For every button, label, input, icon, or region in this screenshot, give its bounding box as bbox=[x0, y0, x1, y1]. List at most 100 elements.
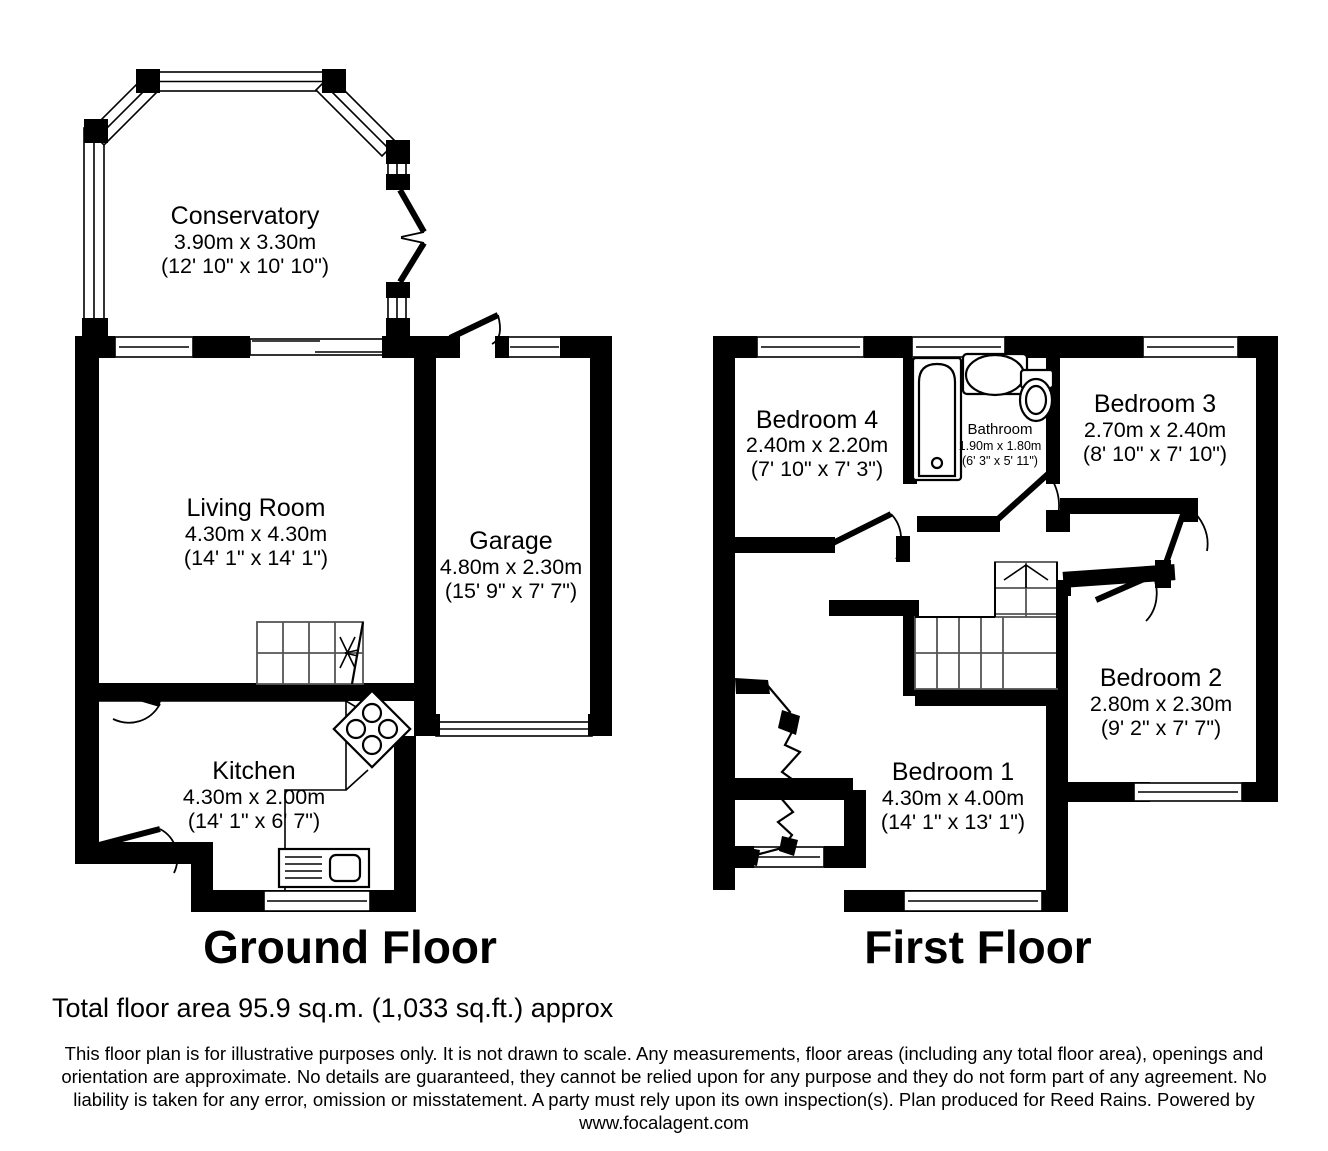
room-label-bedroom-3-imperial: (8' 10" x 7' 10") bbox=[1083, 442, 1227, 466]
wall-ff-right bbox=[1256, 336, 1278, 790]
room-label-bedroom-1-imperial: (14' 1" x 13' 1") bbox=[881, 810, 1025, 834]
disclaimer-line-2: orientation are approximate. No details … bbox=[61, 1066, 1266, 1087]
total-floor-area: Total floor area 95.9 sq.m. (1,033 sq.ft… bbox=[52, 993, 614, 1023]
eaves-line bbox=[735, 678, 802, 866]
conservatory-opening bbox=[249, 338, 386, 356]
wall-ff-bed2-north bbox=[1062, 564, 1176, 588]
wall-ff-bed4-south bbox=[713, 537, 835, 553]
conservatory-post-n2 bbox=[322, 69, 346, 93]
room-label-garage-metric: 4.80m x 2.30m bbox=[440, 555, 582, 579]
stairs-landing bbox=[914, 561, 1058, 690]
wall-gf-kitchen-right bbox=[394, 736, 416, 912]
wall-gf-top-d bbox=[495, 336, 509, 358]
conservatory-post-e3 bbox=[386, 282, 410, 298]
room-label-bathroom-metric: 1.90m x 1.80m bbox=[959, 439, 1042, 453]
wall-gf-right bbox=[590, 336, 612, 736]
wall-gf-left bbox=[75, 336, 99, 864]
room-label-bedroom-4-name: Bedroom 4 bbox=[756, 406, 878, 434]
window-bathroom-north bbox=[911, 336, 1006, 358]
front-door bbox=[448, 312, 501, 345]
conservatory-post-e2 bbox=[386, 174, 410, 190]
first-floor-labels: Bedroom 4 2.40m x 2.20m (7' 10" x 7' 3")… bbox=[746, 390, 1232, 834]
disclaimer: This floor plan is for illustrative purp… bbox=[61, 1043, 1266, 1133]
room-label-bedroom-2-name: Bedroom 2 bbox=[1100, 664, 1222, 692]
wall-gf-top-b bbox=[193, 336, 250, 358]
wash-basin bbox=[961, 352, 1029, 397]
room-label-bedroom-4-metric: 2.40m x 2.20m bbox=[746, 433, 888, 457]
window-bedroom1-south bbox=[903, 890, 1043, 912]
room-label-bedroom-3-metric: 2.70m x 2.40m bbox=[1084, 418, 1226, 442]
room-label-conservatory-name: Conservatory bbox=[171, 202, 320, 230]
room-label-bedroom-2-metric: 2.80m x 2.30m bbox=[1090, 692, 1232, 716]
ground-floor-title: Ground Floor bbox=[203, 921, 497, 973]
wall-ff-bed2-south-b bbox=[1242, 782, 1278, 802]
window-bedroom3-north bbox=[1142, 336, 1239, 358]
wall-gf-top-c bbox=[436, 336, 460, 358]
wall-ff-bed3-jamb bbox=[1182, 498, 1198, 522]
room-label-conservatory-imperial: (12' 10" x 10' 10") bbox=[161, 254, 329, 278]
garage-door bbox=[435, 721, 593, 737]
wall-gf-garage-jamb-r bbox=[588, 714, 612, 736]
conservatory-post-w bbox=[84, 119, 108, 143]
room-label-living-room-name: Living Room bbox=[187, 494, 326, 522]
window-kitchen-south bbox=[263, 890, 371, 912]
ground-floor-walls bbox=[75, 312, 612, 912]
stairs-up-ground bbox=[256, 621, 365, 685]
wall-ff-bed2-south-a bbox=[1060, 782, 1150, 802]
door-bedroom-2 bbox=[1094, 572, 1158, 622]
wall-ff-landing-left-a bbox=[829, 600, 915, 616]
kitchen-sink bbox=[277, 847, 371, 889]
window-garage-north bbox=[506, 336, 563, 358]
room-label-living-room-metric: 4.30m x 4.30m bbox=[185, 522, 327, 546]
wall-ff-top-b bbox=[864, 336, 912, 358]
wall-ff-bed3-south bbox=[1060, 498, 1198, 514]
wall-gf-internal-kitchen bbox=[99, 683, 415, 701]
wall-ff-top-c bbox=[1005, 336, 1057, 358]
room-label-bedroom-3-name: Bedroom 3 bbox=[1094, 390, 1216, 418]
kitchen-worktop-chamfer-2 bbox=[345, 769, 369, 791]
ground-floor-labels: Conservatory 3.90m x 3.30m (12' 10" x 10… bbox=[161, 202, 582, 833]
wall-ff-step-vertical bbox=[844, 790, 866, 868]
room-label-garage-imperial: (15' 9" x 7' 7") bbox=[445, 579, 577, 603]
wall-ff-bed1-right-lower bbox=[1046, 802, 1068, 902]
conservatory-glazing-ne bbox=[314, 74, 398, 158]
wall-gf-top-a bbox=[75, 336, 115, 358]
window-living-room-north bbox=[114, 336, 194, 358]
room-label-conservatory-metric: 3.90m x 3.30m bbox=[174, 230, 316, 254]
room-label-garage-name: Garage bbox=[469, 527, 552, 555]
wall-ff-bath-south bbox=[917, 516, 1000, 532]
window-bedroom2-south bbox=[1133, 782, 1243, 802]
conservatory-post-e bbox=[386, 140, 410, 164]
toilet bbox=[1018, 368, 1055, 423]
conservatory-post-n1 bbox=[136, 69, 160, 93]
room-label-bedroom-1-name: Bedroom 1 bbox=[892, 758, 1014, 786]
wall-ff-bath-jamb bbox=[1046, 510, 1070, 532]
disclaimer-line-3: liability is taken for any error, omissi… bbox=[73, 1089, 1255, 1110]
first-floor-plan: Bedroom 4 2.40m x 2.20m (7' 10" x 7' 3")… bbox=[713, 336, 1278, 973]
room-label-bathroom-imperial: (6' 3" x 5' 11") bbox=[962, 454, 1038, 468]
bath bbox=[911, 356, 963, 482]
wall-ff-landing-bottom bbox=[915, 688, 1065, 706]
wall-ff-left bbox=[713, 336, 735, 890]
ground-floor-plan: Conservatory 3.90m x 3.30m (12' 10" x 10… bbox=[75, 69, 612, 973]
wall-ff-bed4-jamb bbox=[896, 536, 910, 562]
first-floor-walls bbox=[713, 336, 1278, 912]
back-door bbox=[98, 826, 179, 874]
room-label-bedroom-1-metric: 4.30m x 4.00m bbox=[882, 786, 1024, 810]
first-floor-title: First Floor bbox=[864, 921, 1092, 973]
kitchen-hob bbox=[332, 689, 412, 769]
first-floor-fixtures bbox=[911, 352, 1058, 690]
room-label-living-room-imperial: (14' 1" x 14' 1") bbox=[184, 546, 328, 570]
wall-gf-bottom-left bbox=[75, 842, 205, 864]
room-label-bedroom-2-imperial: (9' 2" x 7' 7") bbox=[1101, 716, 1221, 740]
room-label-kitchen-imperial: (14' 1" x 6' 7") bbox=[188, 809, 320, 833]
wall-gf-pier-1 bbox=[382, 336, 414, 358]
conservatory-patio-door bbox=[397, 188, 427, 284]
wall-gf-garage-jamb-l bbox=[414, 714, 440, 736]
room-label-bedroom-4-imperial: (7' 10" x 7' 3") bbox=[751, 457, 883, 481]
disclaimer-line-1: This floor plan is for illustrative purp… bbox=[65, 1043, 1264, 1064]
disclaimer-website: www.focalagent.com bbox=[578, 1112, 749, 1133]
room-label-kitchen-metric: 4.30m x 2.00m bbox=[183, 785, 325, 809]
